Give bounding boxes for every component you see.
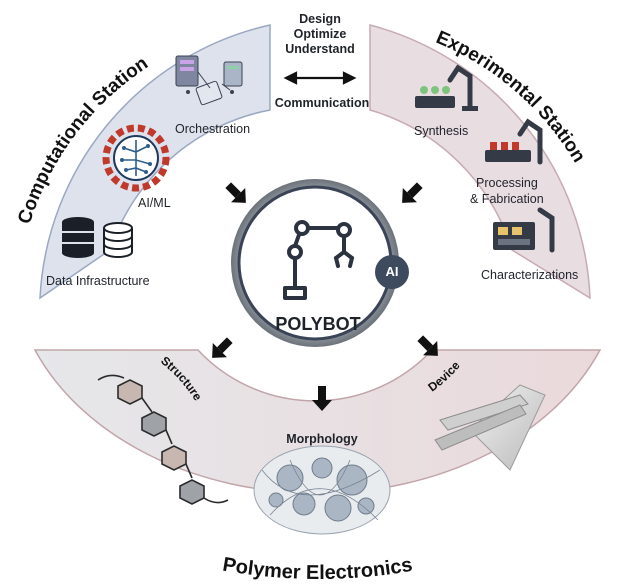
polymer-structure-icon <box>97 374 229 505</box>
database-icon <box>62 217 133 258</box>
morphology-label: Morphology <box>286 432 358 446</box>
polybot-title: POLYBOT <box>275 314 361 334</box>
double-arrow-icon <box>283 71 357 85</box>
polybot-core <box>231 179 409 347</box>
processing-label: Processing <box>476 176 538 190</box>
down-arrow-icon <box>212 182 438 411</box>
synthesis-label: Synthesis <box>414 124 469 138</box>
communication-label: Communication <box>274 96 370 110</box>
optimize-label: Optimize <box>293 27 347 41</box>
ai-badge <box>375 255 409 289</box>
robot-arm-icon <box>283 220 354 300</box>
orchestration-label: Orchestration <box>175 122 251 136</box>
fabrication-label: & Fabrication <box>470 192 544 206</box>
characterizations-label: Characterizations <box>481 268 579 282</box>
device-icon <box>434 384 546 471</box>
data-infrastructure-label: Data Infrastructure <box>46 274 150 288</box>
morphology-icon <box>253 445 391 535</box>
understand-label: Understand <box>285 42 355 56</box>
ai-brain-gear-icon <box>102 124 170 192</box>
polymer-electronics-title: Polymer Electronics <box>221 554 414 584</box>
ai-badge-label: AI <box>385 264 399 279</box>
lab-robot-icon <box>415 64 555 253</box>
aiml-label: AI/ML <box>138 196 171 210</box>
design-label: Design <box>299 12 341 26</box>
server-cluster-icon <box>175 55 243 106</box>
